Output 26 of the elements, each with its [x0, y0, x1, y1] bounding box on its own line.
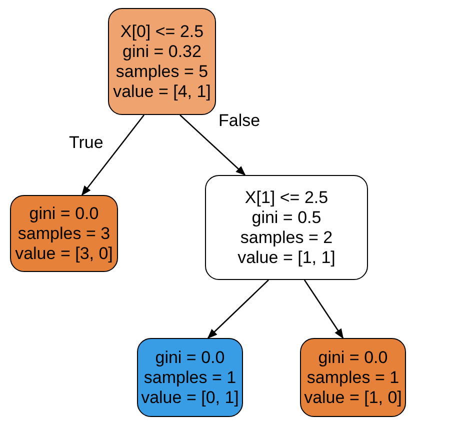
node-text: gini = 0.0 [155, 348, 225, 368]
node-text: samples = 2 [240, 228, 333, 248]
node-text: value = [4, 1] [113, 82, 211, 102]
node-text: samples = 3 [18, 224, 110, 244]
node-text: samples = 5 [116, 62, 208, 82]
arrow [207, 280, 269, 339]
node-text: X[1] <= 2.5 [244, 188, 328, 208]
node-text: value = [0, 1] [141, 388, 239, 408]
arrow [180, 114, 246, 176]
tree-node-box [137, 338, 243, 417]
tree-node-box [108, 8, 216, 115]
node-text: gini = 0.0 [29, 204, 99, 224]
node-text: value = [1, 0] [304, 388, 402, 408]
node-text: samples = 1 [306, 368, 400, 388]
node-text: samples = 1 [144, 368, 236, 388]
tree-node-box [300, 338, 406, 417]
tree-node-box [205, 175, 368, 280]
node-text: gini = 0.32 [122, 42, 202, 62]
node-text: value = [3, 0] [15, 244, 113, 264]
tree-node-box [10, 195, 118, 272]
node-text: X[0] <= 2.5 [120, 22, 204, 42]
node-text: value = [1, 1] [238, 248, 336, 268]
arrow [304, 280, 344, 339]
node-text: gini = 0.0 [318, 348, 388, 368]
node-text: gini = 0.5 [252, 208, 322, 228]
arrow [81, 114, 145, 196]
